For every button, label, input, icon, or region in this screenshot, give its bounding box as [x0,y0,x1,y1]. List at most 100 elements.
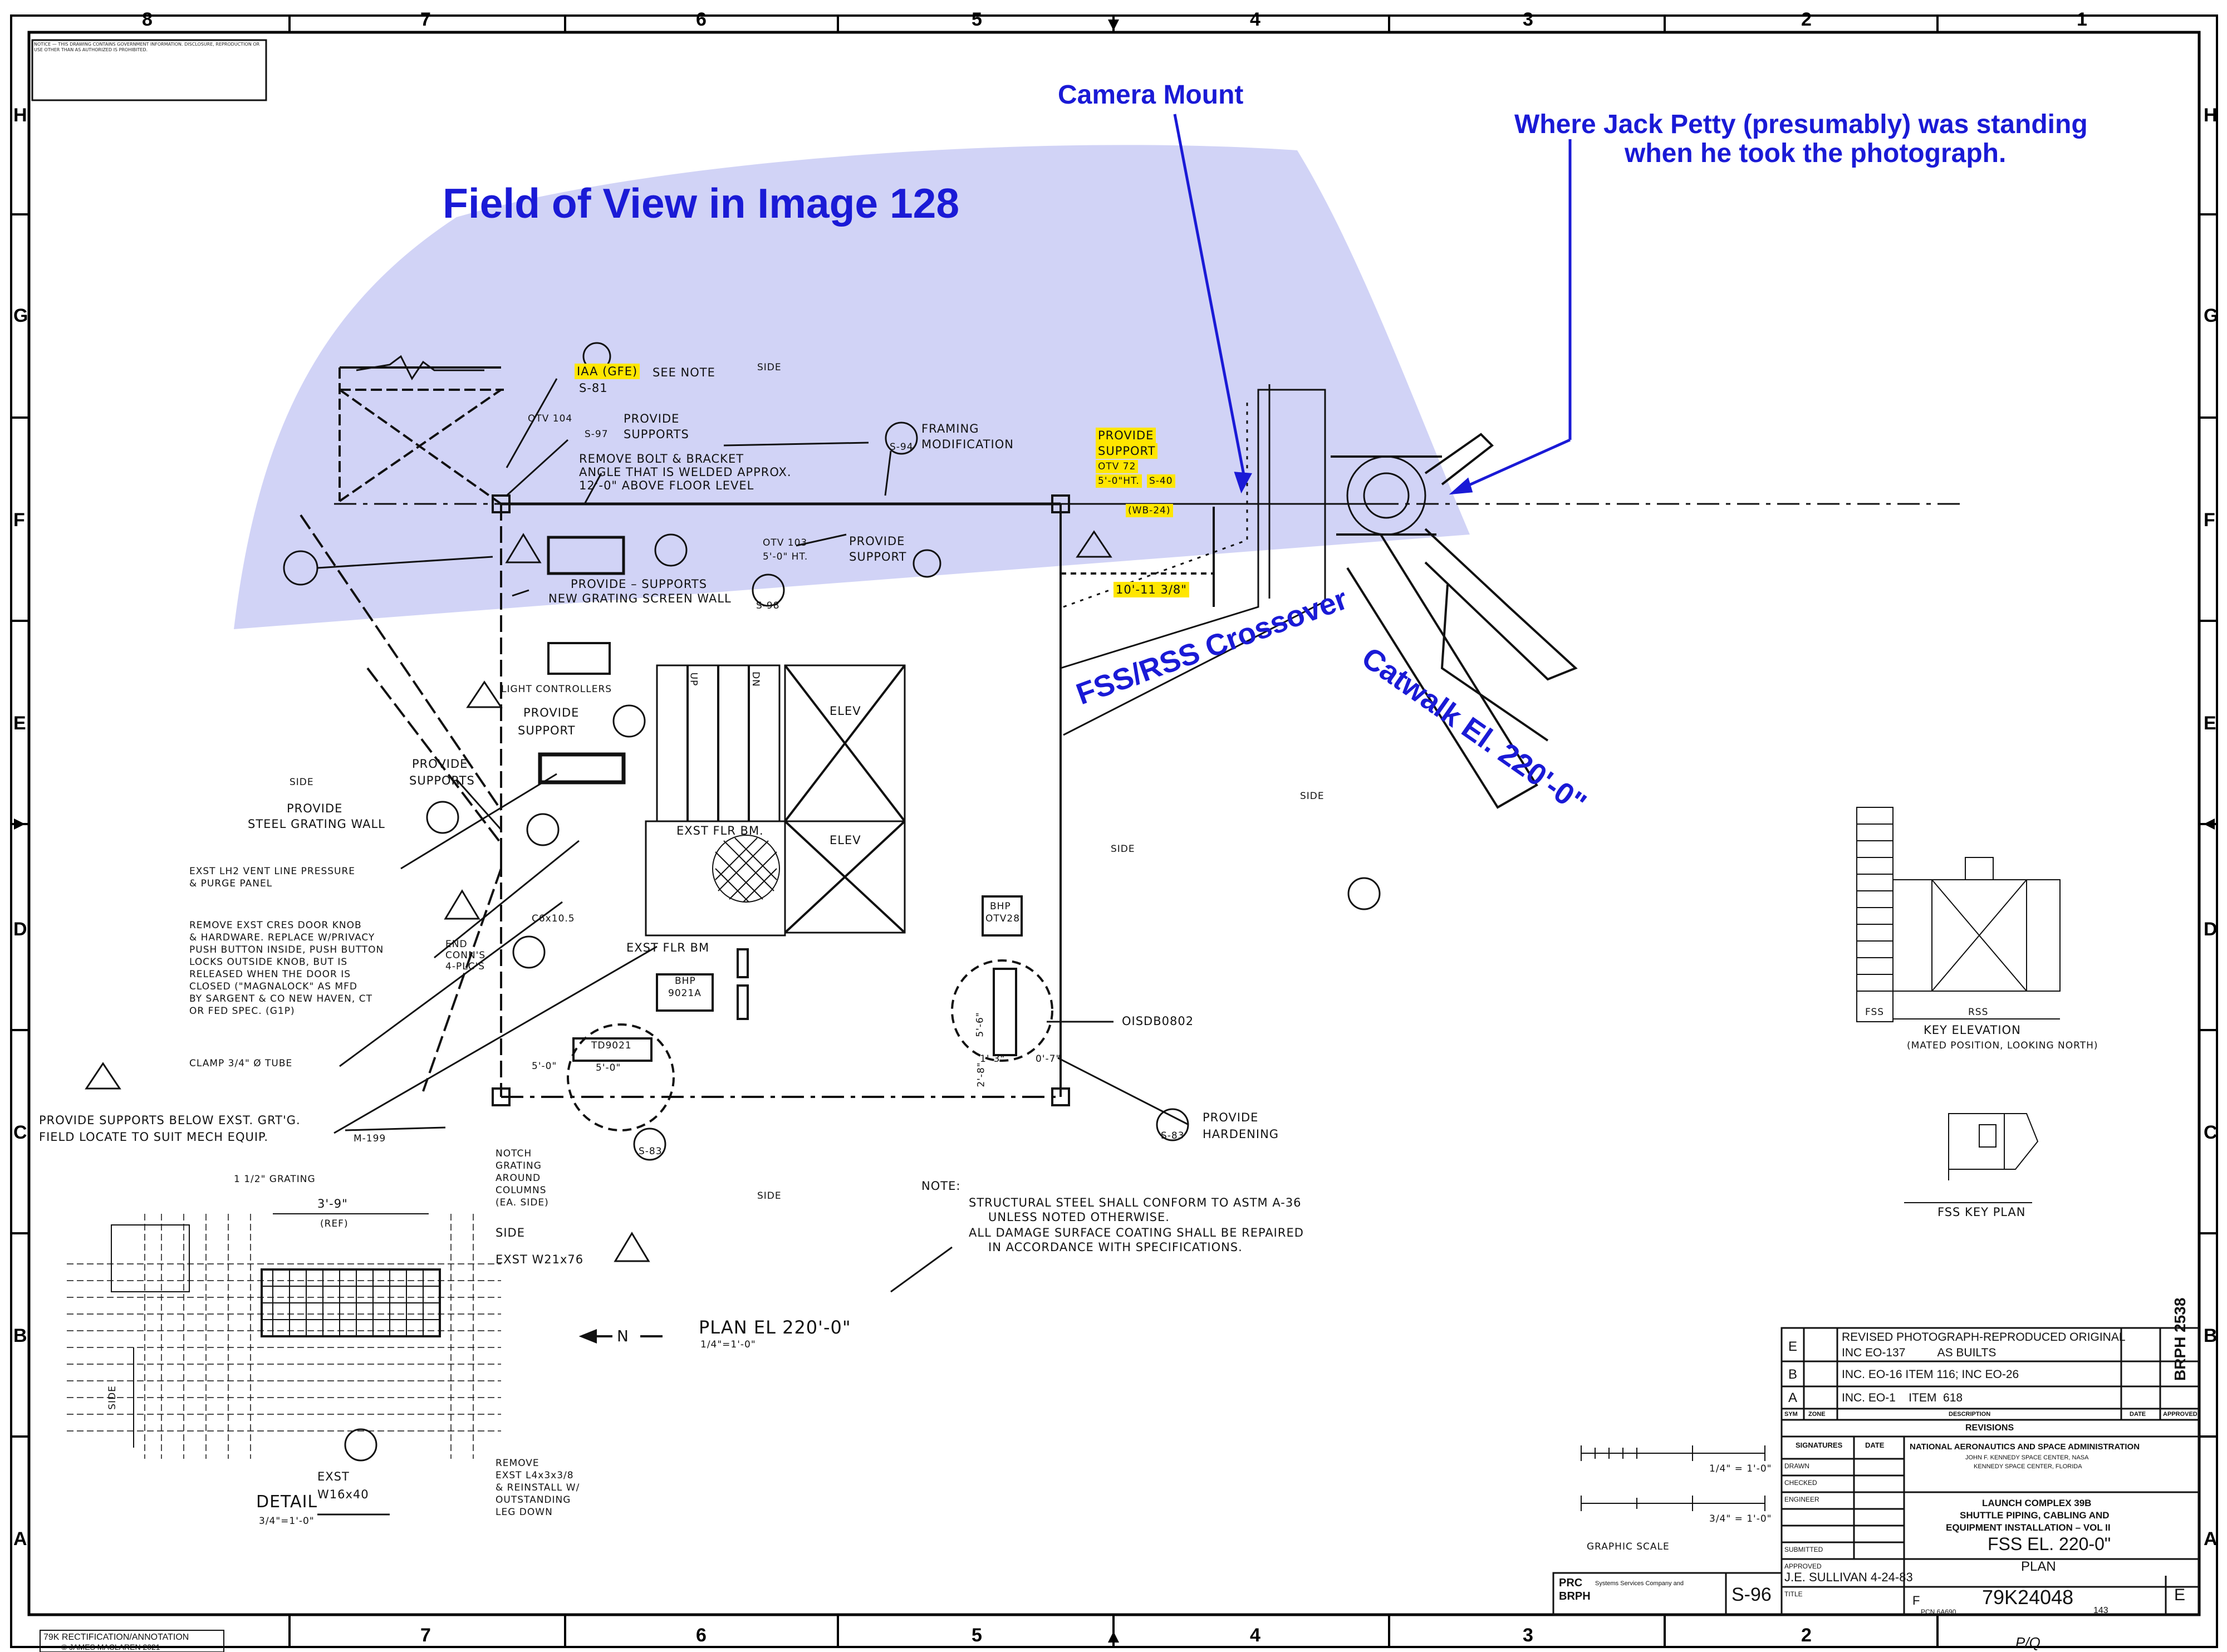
size-value: F [1912,1594,1920,1607]
provide-supports-grating-line1: PROVIDE – SUPPORTS [571,577,708,591]
rev-header-zone: ZONE [1808,1411,1826,1418]
note2-line2: IN ACCORDANCE WITH SPECIFICATIONS. [988,1241,1243,1254]
north-arrow [578,1329,663,1344]
otv104-label: OTV 104 [528,413,573,424]
engineer-label: ENGINEER [1784,1496,1819,1503]
sheet-title: FSS EL. 220-0" [1988,1534,2111,1554]
exst-flr-bm2-label: EXST FLR BM [626,941,710,954]
remove-l-line2: EXST L4x3x3/8 [496,1470,574,1481]
dim-5-0-label: 5'-0" [532,1061,557,1072]
plan-title-label: PLAN EL 220'-0" [699,1317,851,1338]
provide-hardening-line1: PROVIDE [1203,1111,1259,1124]
rev-header-date: DATE [2130,1411,2146,1418]
see-note-label: SEE NOTE [653,366,715,379]
remove-l-line5: LEG DOWN [496,1507,553,1518]
field-of-view-label: Field of View in Image 128 [443,180,960,227]
pq-mark: P/Q [2015,1634,2040,1651]
side4-detail-label: SIDE [106,1385,118,1410]
s81-label: S-81 [579,381,608,395]
exst-w21-label: EXST W21x76 [496,1253,584,1266]
zone-3: 3 [1523,9,1533,30]
provide-support-2-line1: PROVIDE [849,535,905,548]
zone-f: F [13,509,25,531]
side1-top-label: SIDE [757,362,782,373]
zone-a: A [13,1528,27,1550]
s98-label-top: S-98 [756,600,780,611]
side3-label: SIDE [757,1190,782,1202]
notch-line3: AROUND [496,1173,541,1184]
rev-header-desc: DESCRIPTION [1949,1411,1991,1418]
side5-label: SIDE [1300,791,1325,802]
hts-label: 5'-0"HT. [1096,474,1142,488]
note1-line1: STRUCTURAL STEEL SHALL CONFORM TO ASTM A… [969,1196,1302,1209]
north-label: N [617,1327,629,1345]
supports-label: SUPPORTS [624,428,689,441]
revision-triangles [85,530,1112,1262]
scale2-label: 3/4" = 1'-0" [1709,1513,1772,1524]
rev-b-sym: B [1788,1367,1798,1382]
elev1-label: ELEV [830,704,861,718]
zone-7-bottom: 7 [420,1625,431,1646]
remove-l-line3: & REINSTALL W/ [496,1482,580,1493]
zone-e-right: E [2204,713,2216,734]
agency-line1: NATIONAL AERONAUTICS AND SPACE ADMINISTR… [1910,1442,2140,1452]
side1-detail-label: SIDE [496,1226,525,1239]
zone-d: D [13,919,27,940]
rev-e-desc2: INC EO-137 AS BUILTS [1842,1346,1997,1359]
title-label: TITLE [1784,1590,1803,1598]
remove-door-line7: BY SARGENT & CO NEW HAVEN, CT [189,993,372,1004]
side2-label: SIDE [1111,844,1135,855]
remove-l-line4: OUTSTANDING [496,1494,571,1506]
zone-7: 7 [420,9,431,30]
end-conns-line1: END [445,939,468,950]
checked-label: CHECKED [1784,1479,1817,1487]
end-conns-line3: 4-PLC'S [445,961,485,972]
credit-line1: 79K RECTIFICATION/ANNOTATION [43,1633,189,1642]
side4-label: SIDE [290,777,314,788]
provide-support-hl-line1: PROVIDE [1096,428,1156,443]
s97-label-top: S-97 [585,429,609,440]
provide-wall-line2: STEEL GRATING WALL [248,817,385,831]
rss-label: RSS [1968,1007,1989,1018]
jack-petty-line1: Where Jack Petty (presumably) was standi… [1514,110,2088,139]
rev-header-sym: SYM [1784,1411,1798,1418]
exst-w16-line2: W16x40 [317,1488,369,1501]
project-line3: EQUIPMENT INSTALLATION – VOL II [1946,1522,2111,1533]
main-structure [300,355,1960,1131]
zone-f-right: F [2204,509,2215,531]
hatched-area [712,835,780,903]
remove-door-line5: RELEASED WHEN THE DOOR IS [189,969,351,980]
zone-a-right: A [2204,1528,2218,1550]
provide-support-3-line1: PROVIDE [523,706,580,719]
s83-label: S-83 [639,1146,663,1157]
notice-box: NOTICE — THIS DRAWING CONTAINS GOVERNMEN… [32,40,266,100]
provide-supports-4-line2: SUPPORTS [409,774,475,787]
dim-0-7-label: 0'-7" [1036,1053,1061,1065]
dim-3-9-label: 3'-9" [317,1197,348,1210]
revisions-label: REVISIONS [1965,1423,2014,1433]
dim-5-0b-label: 5'-0" [596,1062,621,1073]
note-head-label: NOTE: [921,1179,961,1193]
graphic-scale-label: GRAPHIC SCALE [1587,1541,1670,1552]
remove-door-line4: LOCKS OUTSIDE KNOB, BUT IS [189,957,348,968]
zone-4-bottom: 4 [1250,1625,1260,1646]
rev-e-sym: E [1788,1339,1798,1354]
jack-petty-line2: when he took the photograph. [1625,139,2007,168]
credit-box [40,1630,224,1652]
grating-detail [67,1213,501,1516]
zone-b-right: B [2204,1325,2218,1346]
end-conns-line2: CONN'S [445,950,486,961]
sheet-subtitle: PLAN [2021,1559,2056,1574]
side-brph-label: BRPH 2538 [2171,1297,2189,1381]
rev-b-desc: INC. EO-16 ITEM 116; INC EO-26 [1842,1368,2019,1381]
agency-line3: KENNEDY SPACE CENTER, FLORIDA [1974,1463,2082,1470]
pcn-label: PCN 6A690 [1921,1608,1956,1616]
iaa-callout: IAA (GFE) [575,364,640,379]
camera-mount-label: Camera Mount [1058,80,1244,110]
key-plan [1904,1113,2039,1203]
drawing-number: 79K24048 [1982,1586,2074,1609]
prc-text: Systems Services Company and [1595,1580,1684,1587]
date-label: DATE [1865,1441,1885,1449]
framing-line1: FRAMING [921,422,979,435]
remove-bolt-line3: 12'-0" ABOVE FLOOR LEVEL [579,479,754,492]
